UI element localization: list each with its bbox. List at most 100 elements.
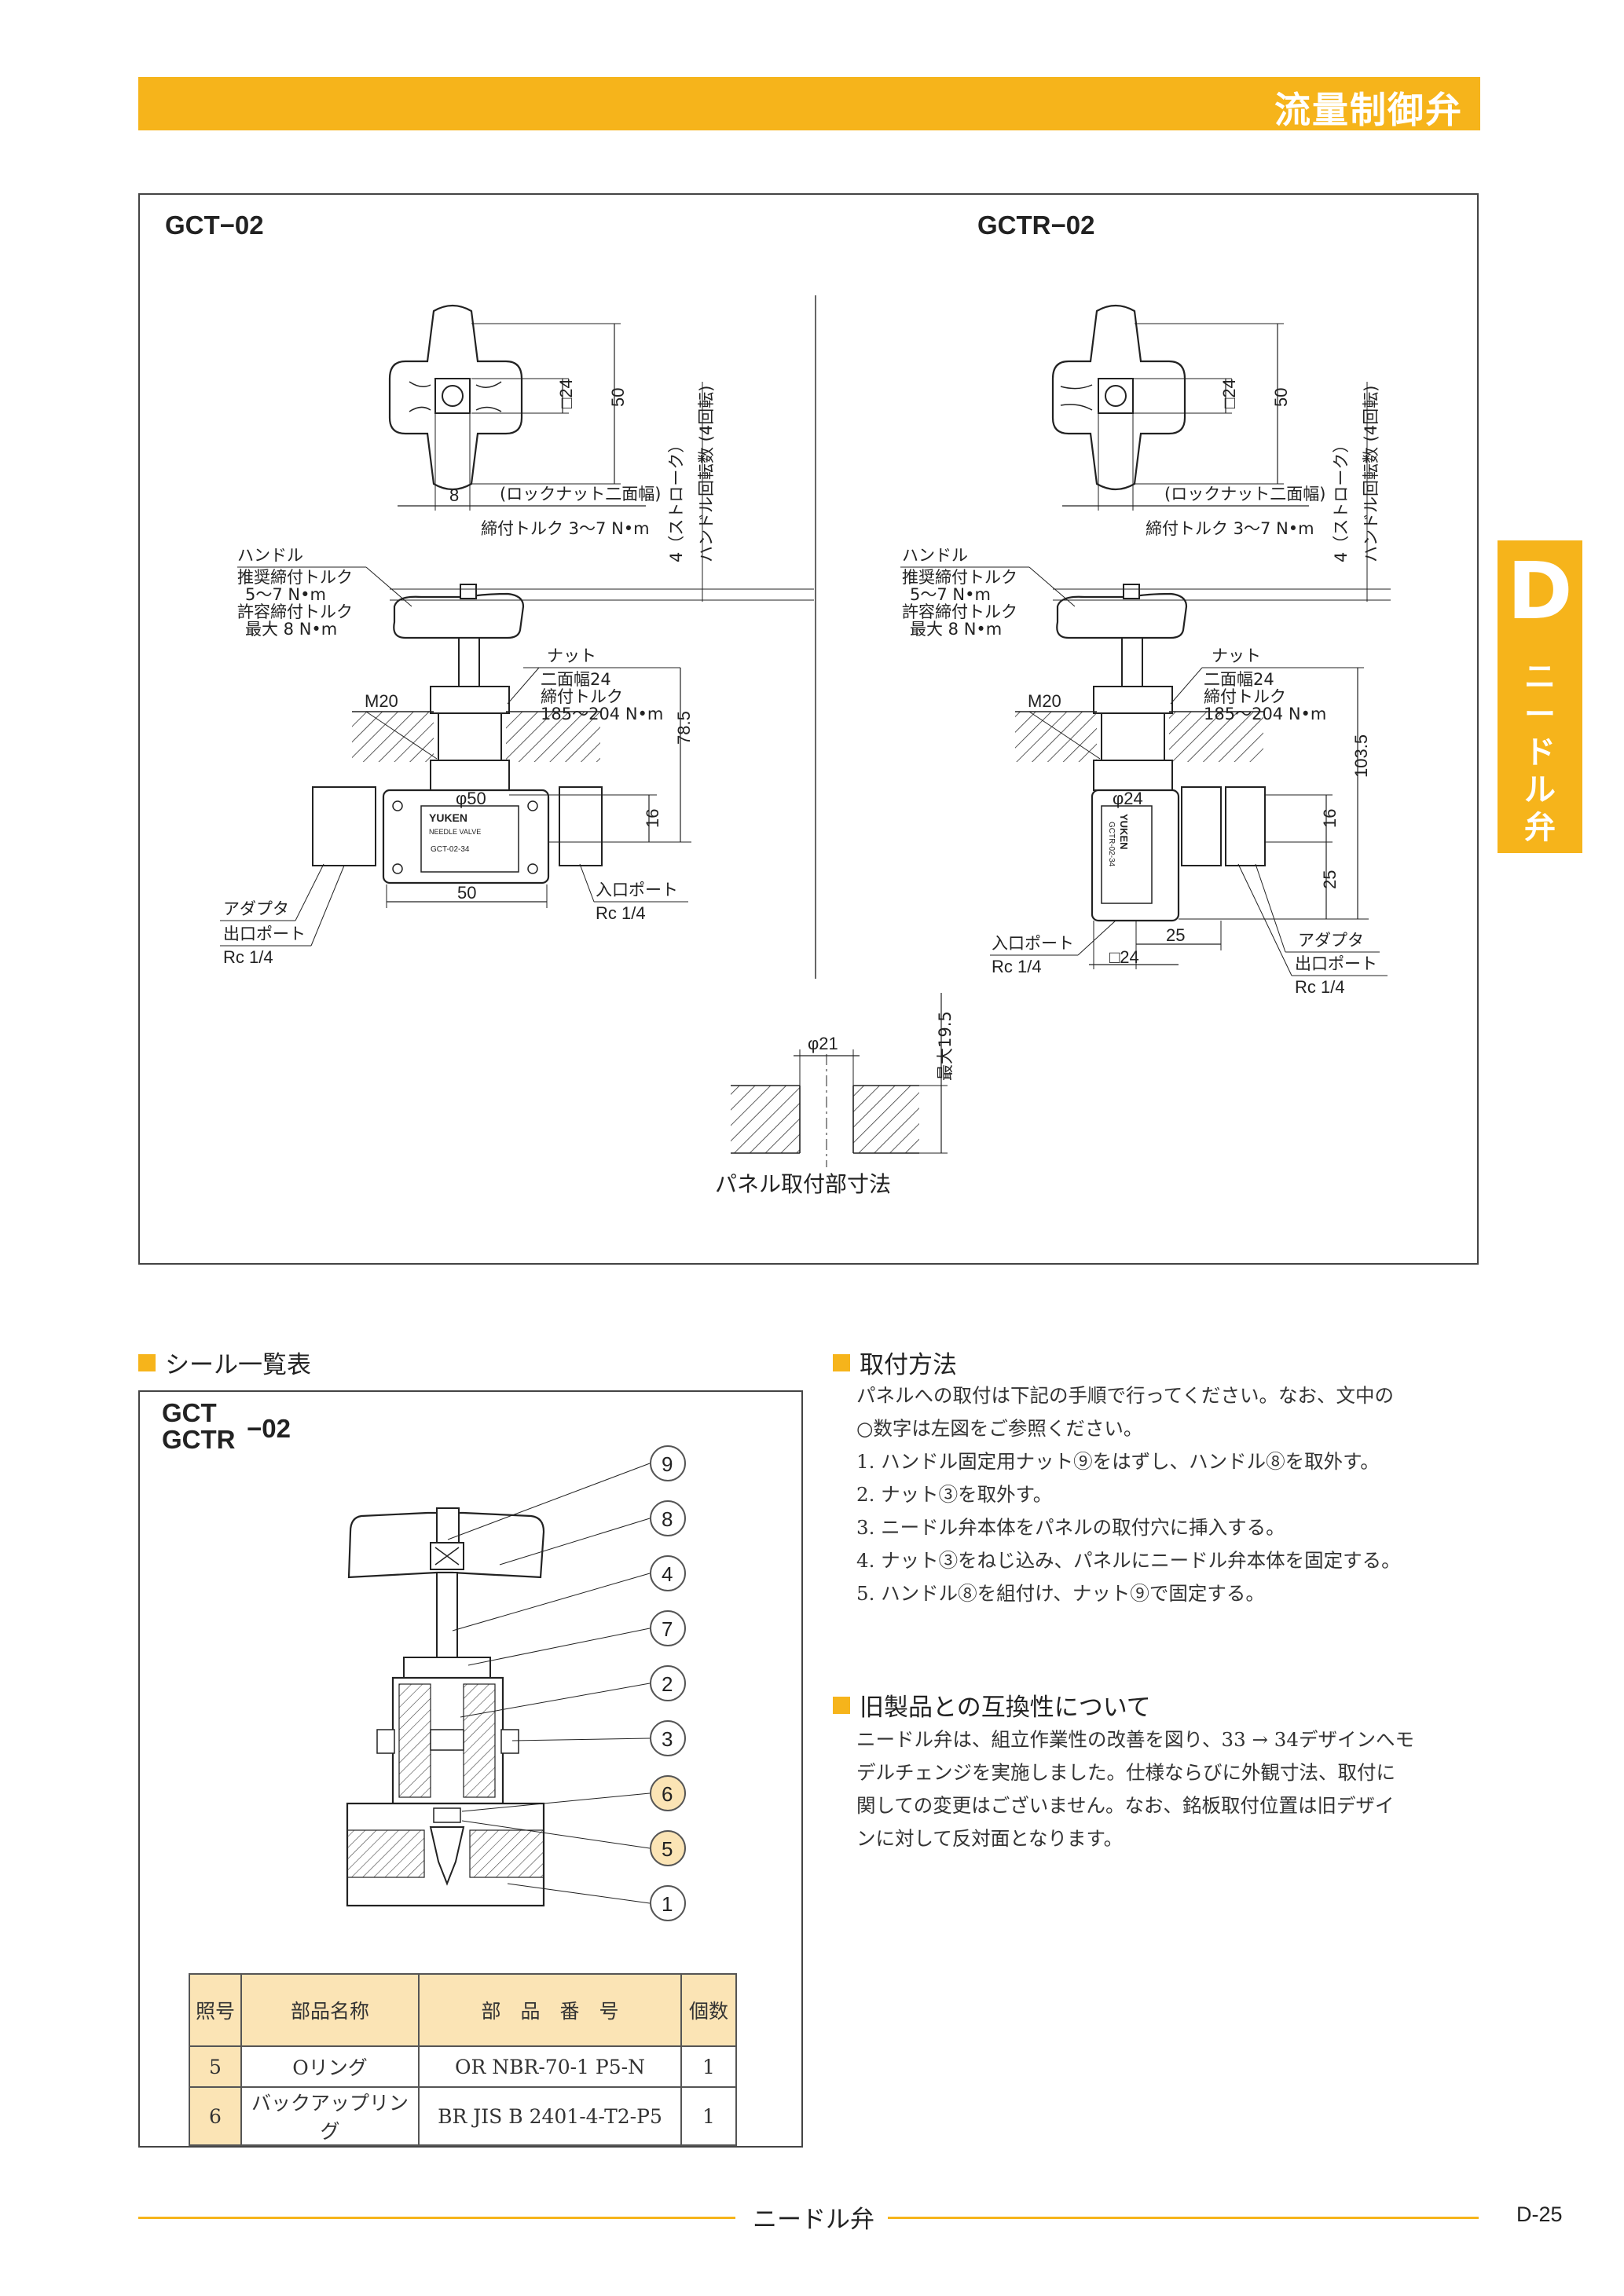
adapter-label-right: アダプタ [1298, 931, 1364, 950]
cell-no: 6 [189, 2086, 242, 2146]
compat-body: ニードル弁は、組立作業性の改善を図り、33 → 34デザインへモ デルチェンジを… [856, 1723, 1485, 1855]
seal-model-b: GCTR [162, 1425, 236, 1454]
mounting-step: 1. ハンドル固定用ナット⑨をはずし、ハンドル⑧を取外す。 [856, 1450, 1380, 1473]
dim-sq24-right: □24 [1219, 379, 1239, 408]
col-header-name: 部品名称 [240, 1973, 420, 2047]
across-label-left: 二面幅24 [541, 670, 611, 689]
panel-cutout-drawing [731, 993, 948, 1167]
mounting-intro-line1: パネルへの取付は下記の手順で行ってください。なお、文中の [856, 1384, 1395, 1407]
seal-model-a: GCT [162, 1398, 217, 1427]
stroke-label-right: 4（ストローク） [1332, 437, 1351, 562]
compat-line: 関しての変更はございません。なお、銘板取付位置は旧デザイ [856, 1794, 1395, 1817]
cell-name: バックアップリング [240, 2086, 420, 2146]
seal-section-heading-text: シール一覧表 [165, 1351, 311, 1379]
callout-3: 3 [662, 1727, 673, 1751]
nameplate-brand-left: YUKEN [429, 811, 467, 824]
footer-title: ニードル弁 [753, 2206, 874, 2234]
callout-8: 8 [662, 1507, 673, 1531]
section-tab-letter: D [1507, 545, 1573, 637]
locknut-label-right: (ロックナット二面幅) [1164, 485, 1325, 504]
footer-rule-left [138, 2217, 735, 2219]
tight-label-left: 締付トルク [541, 687, 623, 706]
mounting-intro-line2: ○数字は左図をご参照ください。 [856, 1417, 1143, 1440]
callout-9: 9 [662, 1452, 673, 1476]
turns-label-left: ハンドル回転数 (4回転) [697, 386, 716, 562]
inport-label-left: 入口ポート [596, 881, 678, 899]
nut-label-left: ナット [547, 646, 596, 665]
inport-rc-left: Rc 1/4 [596, 903, 646, 923]
table-header-row: 照号 部品名称 部 品 番 号 個数 [189, 1973, 737, 2047]
phi24-label: φ24 [1113, 789, 1143, 808]
m20-label-right: M20 [1028, 691, 1061, 711]
dim-50-left-bottom: 50 [457, 883, 476, 903]
callout-6: 6 [662, 1782, 673, 1806]
outport-rc-right: Rc 1/4 [1295, 977, 1345, 997]
callout-2: 2 [662, 1672, 673, 1696]
mounting-body: パネルへの取付は下記の手順で行ってください。なお、文中の ○数字は左図をご参照く… [856, 1379, 1485, 1610]
cell-qty: 1 [680, 2045, 737, 2088]
allow-torque-label-left: 許容締付トルク [237, 602, 353, 621]
adapter-label-left: アダプタ [223, 899, 289, 918]
gctr-top-view [1051, 304, 1186, 491]
section-tab: D ニードル弁 [1498, 540, 1582, 853]
heading-bullet-icon [138, 1353, 156, 1371]
allow-torque-label-right: 許容締付トルク [902, 602, 1017, 621]
m20-label-left: M20 [365, 691, 398, 711]
stroke-label-left: 4（ストローク） [667, 437, 686, 562]
cell-name: Oリング [240, 2045, 420, 2088]
torque-label-right: 締付トルク 3〜7 N•m [1146, 519, 1314, 538]
dimension-drawing-panel [138, 193, 1479, 1265]
rec-torque-label-left: 推奨締付トルク [237, 568, 353, 587]
phi21-label: φ21 [808, 1034, 838, 1053]
footer-rule-right [888, 2217, 1479, 2219]
mounting-step: 2. ナット③を取外す。 [856, 1483, 1053, 1506]
page-category-title: 流量制御弁 [1274, 89, 1463, 131]
inport-rc-right: Rc 1/4 [992, 957, 1042, 976]
nameplate-model-right: GCTR-02-34 [1107, 822, 1116, 867]
model-label-gctr: GCTR−02 [977, 211, 1095, 240]
seal-model-suffix: −02 [247, 1414, 291, 1443]
tight-value-left: 185〜204 N•m [541, 705, 663, 723]
gct-top-view [388, 304, 523, 491]
dim-8-left: 8 [449, 485, 459, 505]
nameplate-kind-left: NEEDLE VALVE [429, 828, 481, 836]
dim-78-5-left: 78.5 [674, 711, 694, 745]
model-label-gct: GCT−02 [165, 211, 264, 240]
handle-label-right: ハンドル [902, 546, 968, 565]
dim-16-left: 16 [643, 809, 662, 828]
rec-torque-value-right: 5〜7 N•m [910, 585, 991, 604]
dimension-drawing: □24 50 8 (ロックナット二面幅) 締付トルク 3〜7 N•m 4（ストロ… [220, 295, 1391, 1167]
callout-5: 5 [662, 1837, 673, 1861]
compat-line: ニードル弁は、組立作業性の改善を図り、33 → 34デザインへモ [856, 1728, 1414, 1751]
dim-103-5-right: 103.5 [1351, 734, 1371, 778]
cell-partno: OR NBR-70-1 P5-N [418, 2045, 682, 2088]
callout-4: 4 [662, 1562, 673, 1586]
nameplate-brand-right: YUKEN [1118, 814, 1130, 850]
outport-label-right: 出口ポート [1295, 954, 1377, 973]
col-header-qty: 個数 [680, 1973, 737, 2047]
dim-sq24-left: □24 [556, 379, 576, 408]
callout-1: 1 [662, 1892, 673, 1916]
phi50-label: φ50 [456, 789, 486, 808]
nameplate-model-left: GCT-02-34 [431, 845, 470, 854]
cell-qty: 1 [680, 2086, 737, 2146]
mounting-step: 5. ハンドル⑧を組付け、ナット⑨で固定する。 [856, 1582, 1265, 1605]
dim-25-right-v: 25 [1320, 870, 1340, 889]
compat-line: デルチェンジを実施しました。仕様ならびに外観寸法、取付に [856, 1761, 1395, 1784]
tight-label-right: 締付トルク [1204, 687, 1286, 706]
dim-50-right-top: 50 [1271, 388, 1291, 407]
callout-7: 7 [662, 1617, 673, 1641]
mounting-step: 3. ニードル弁本体をパネルの取付穴に挿入する。 [856, 1516, 1285, 1539]
seal-section-heading: シール一覧表 [138, 1345, 311, 1380]
tight-value-right: 185〜204 N•m [1204, 705, 1326, 723]
section-tab-label: ニードル弁 [1524, 659, 1556, 846]
turns-label-right: ハンドル回転数 (4回転) [1362, 386, 1380, 562]
table-row: 6 バックアップリング BR JIS B 2401-4-T2-P5 1 [189, 2086, 737, 2146]
gct-side-view: YUKEN NEEDLE VALVE GCT-02-34 [312, 584, 603, 884]
col-header-no: 照号 [189, 1973, 242, 2047]
rec-torque-value-left: 5〜7 N•m [245, 585, 326, 604]
cell-no: 5 [189, 2045, 242, 2088]
allow-torque-value-left: 最大 8 N•m [245, 620, 337, 639]
compat-heading: 旧製品との互換性について [833, 1687, 1151, 1723]
panel-caption: パネル取付部寸法 [715, 1171, 892, 1197]
